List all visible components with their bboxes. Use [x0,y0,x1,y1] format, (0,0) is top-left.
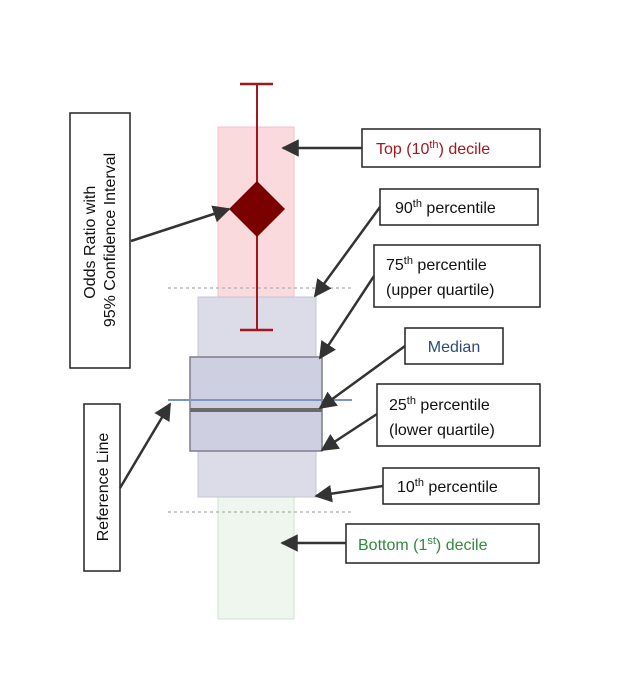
arrow-odds-ratio [130,205,231,243]
odds-ratio-box [69,112,131,369]
p25-label: 25th percentile [389,395,490,414]
arrow-p25 [320,412,378,452]
odds-ratio-label: Odds Ratio with 95% Confidence Interval [82,153,119,327]
p90-label: 90th percentile [395,198,496,217]
reference-line-box [83,403,121,572]
p75-box [373,244,541,308]
odds-ratio-line1: Odds Ratio with [82,186,99,299]
interquartile-box [189,356,323,452]
odds-ratio-diamond [229,181,285,237]
p25-box [376,383,541,447]
arrow-p10 [314,484,384,503]
bottom-decile-box [345,523,540,564]
median-label: Median [428,339,480,356]
p10-label: 10th percentile [397,477,498,496]
bottom-decile-band [217,496,295,620]
odds-ratio-line2: 95% Confidence Interval [102,153,119,327]
arrow-median [318,344,406,410]
p75-label-line2: (upper quartile) [386,282,495,299]
p10-box [382,467,540,505]
p75-label: 75th percentile [386,255,487,274]
p90-box [379,188,539,226]
top-decile-label: Top (10th) decile [376,139,490,158]
reference-line-label: Reference Line [95,433,112,542]
arrow-reference-line [118,402,172,489]
arrow-p90 [313,206,382,298]
top-decile-box [361,128,541,168]
arrow-p75 [318,275,376,360]
median-box [404,327,504,365]
bottom-decile-label: Bottom (1st) decile [358,535,488,554]
p25-label-line2: (lower quartile) [389,422,495,439]
